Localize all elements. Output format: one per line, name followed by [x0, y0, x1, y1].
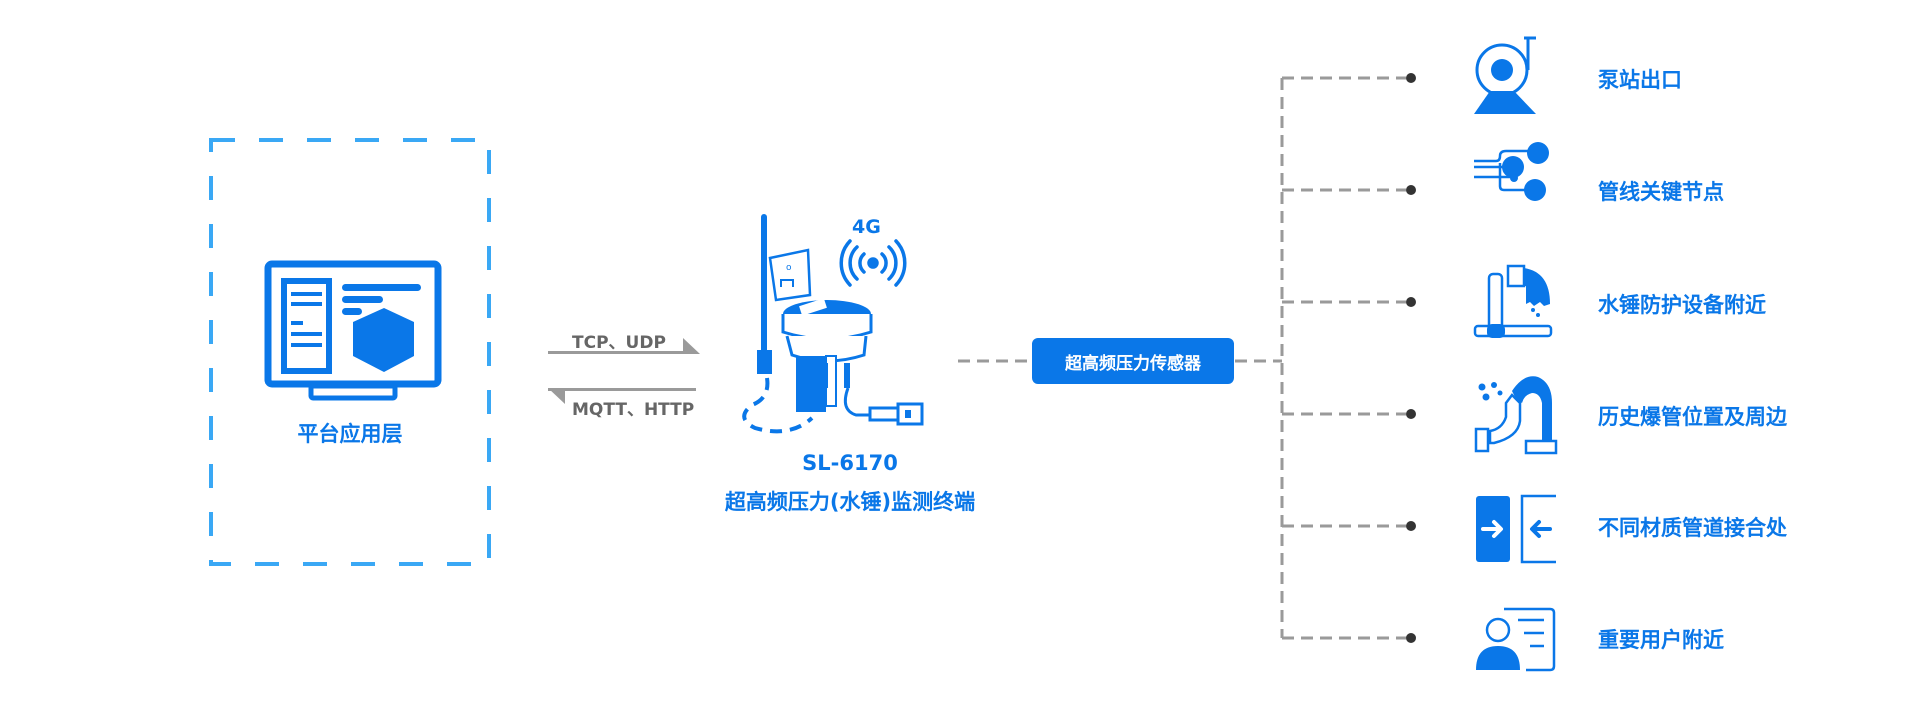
- pump-station-icon: [1474, 36, 1536, 114]
- branch-node-dot: [1406, 185, 1416, 195]
- device-model: SL-6170: [802, 451, 898, 475]
- branch-node-dot: [1406, 521, 1416, 531]
- wireless-signal-icon: [839, 239, 907, 287]
- svg-text:o: o: [786, 263, 792, 273]
- sensor-badge: 超高频压力传感器: [1032, 338, 1234, 384]
- device-name: 超高频压力(水锤)监测终端: [724, 490, 976, 514]
- important-user-icon: [1476, 607, 1556, 672]
- target-label: 泵站出口: [1598, 68, 1682, 92]
- pressure-terminal-device-icon: o: [742, 214, 924, 434]
- target-label: 不同材质管道接合处: [1598, 516, 1787, 540]
- water-hammer-protection-icon: [1473, 264, 1553, 338]
- target-label: 重要用户附近: [1598, 628, 1724, 652]
- sensor-label: 超高频压力传感器: [1065, 353, 1201, 374]
- sensor-to-tree-connector: [1235, 78, 1284, 638]
- branch-node-dot: [1406, 297, 1416, 307]
- downlink-protocol-label: MQTT、HTTP: [572, 400, 695, 420]
- branch-node-dot: [1406, 73, 1416, 83]
- target-branches: [1282, 73, 1416, 643]
- uplink-protocol-label: TCP、UDP: [572, 333, 666, 353]
- target-label: 历史爆管位置及周边: [1598, 405, 1787, 429]
- uplink-arrow: [548, 338, 700, 354]
- platform-dashed-box: [209, 138, 491, 566]
- network-badge-4g: 4G: [852, 216, 881, 238]
- pipeline-node-icon: [1474, 142, 1549, 201]
- branch-node-dot: [1406, 409, 1416, 419]
- downlink-arrow: [548, 388, 696, 404]
- branch-node-dot: [1406, 633, 1416, 643]
- platform-label: 平台应用层: [297, 422, 403, 446]
- target-label: 管线关键节点: [1598, 180, 1724, 204]
- target-label: 水锤防护设备附近: [1598, 293, 1766, 317]
- pipe-joint-icon: [1476, 494, 1556, 564]
- burst-pipe-icon: [1474, 376, 1558, 455]
- monitor-dashboard-icon: [264, 260, 442, 401]
